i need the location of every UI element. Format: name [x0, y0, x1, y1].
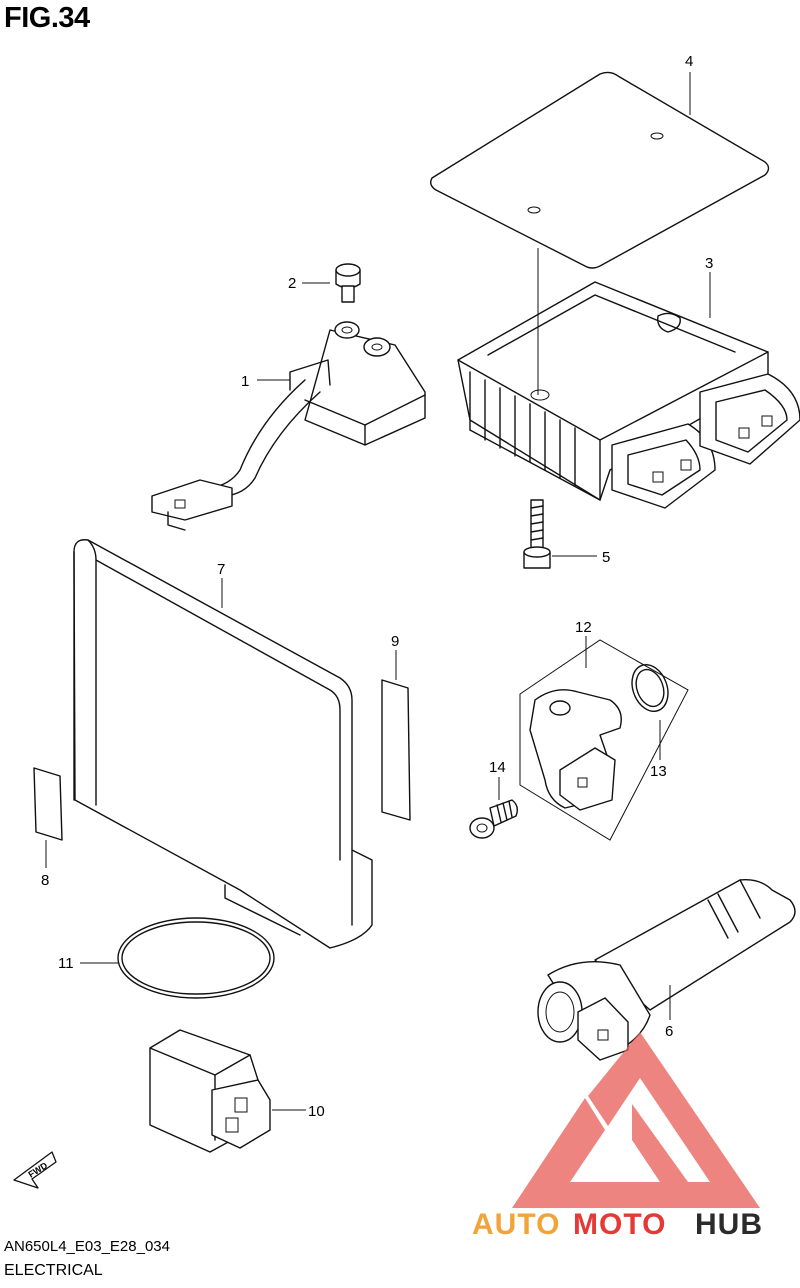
callout-14: 14 [489, 759, 506, 776]
callout-4: 4 [685, 53, 693, 70]
part-3-regulator [457, 281, 800, 509]
callout-9: 9 [391, 633, 399, 650]
watermark-part1: AUTO [472, 1208, 560, 1241]
watermark-part3: HUB [695, 1208, 763, 1241]
callout-5: 5 [602, 549, 610, 566]
fwd-arrow-icon: FWD [13, 1151, 57, 1189]
callout-6: 6 [665, 1023, 673, 1040]
part-4-rubber-pad [429, 71, 770, 269]
callout-10: 10 [308, 1103, 325, 1120]
part-11-band [117, 917, 275, 999]
callout-8: 8 [41, 872, 49, 889]
part-1-starter-relay [151, 321, 426, 531]
callout-13: 13 [650, 763, 667, 780]
figure-title: FIG.34 [4, 2, 90, 34]
part-7-ecm [73, 539, 373, 949]
section-title: ELECTRICAL [4, 1262, 103, 1279]
callout-2: 2 [288, 275, 296, 292]
callout-1: 1 [241, 373, 249, 390]
part-14-bolt [469, 799, 519, 839]
part-8-pad [33, 767, 63, 841]
callout-7: 7 [217, 561, 225, 578]
watermark-part2: MOTO [573, 1208, 666, 1241]
part-5-bolt [523, 499, 551, 569]
callout-3: 3 [705, 255, 713, 272]
part-9-strip [381, 679, 411, 821]
callout-11: 11 [58, 955, 74, 972]
callout-12: 12 [575, 619, 592, 636]
part-6-ignition-coil [537, 879, 796, 1061]
part-10-connector [149, 1029, 271, 1153]
watermark-logo [512, 1032, 760, 1208]
part-2-bolt [335, 263, 361, 303]
figure-code: AN650L4_E03_E28_034 [4, 1238, 170, 1255]
part-12-sensor [519, 639, 689, 841]
part-13-oring [631, 664, 669, 712]
